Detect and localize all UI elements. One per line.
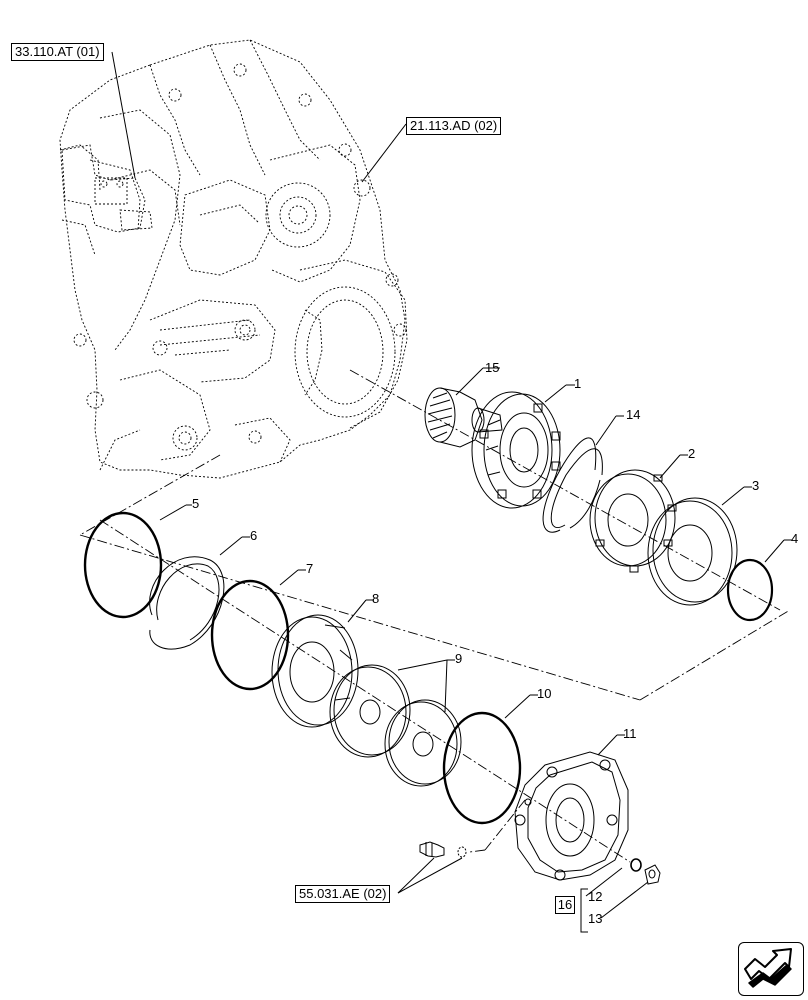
- kit-number-16: 16: [555, 896, 575, 914]
- fitting-assembly: [419, 841, 467, 858]
- next-page-arrow-icon[interactable]: [738, 942, 804, 996]
- part-5-o-ring: [83, 511, 163, 619]
- part-number-12: 12: [588, 889, 603, 904]
- part-13-plug: [644, 864, 661, 885]
- part-number-1: 1: [574, 376, 582, 391]
- part-6-split-ring: [149, 556, 225, 650]
- part-3-friction-disc: [647, 497, 738, 606]
- part-number-2: 2: [688, 446, 696, 461]
- part-2-separator-plate: [589, 469, 677, 573]
- part-number-8: 8: [372, 591, 380, 606]
- assembly-axis-lines: [79, 369, 791, 863]
- part-11-cover: [514, 751, 629, 881]
- part-number-7: 7: [306, 561, 314, 576]
- part-12-washer: [630, 858, 642, 872]
- part-number-15: 15: [485, 360, 500, 375]
- part-number-11: 11: [623, 726, 637, 741]
- leader-lines: [111, 51, 792, 919]
- part-14-snap-ring: [542, 437, 603, 533]
- part-15-hub: [424, 387, 503, 448]
- part-number-9: 9: [455, 651, 463, 666]
- part-number-4: 4: [791, 531, 799, 546]
- reference-33-110-at[interactable]: 33.110.AT (01): [11, 43, 104, 61]
- part-4-o-ring: [726, 558, 774, 622]
- part-number-13: 13: [588, 911, 603, 926]
- part-number-10: 10: [537, 686, 552, 701]
- part-1-clutch-body: [471, 391, 561, 509]
- part-number-14: 14: [626, 407, 641, 422]
- transmission-housing: [59, 39, 408, 479]
- reference-55-031-ae[interactable]: 55.031.AE (02): [295, 885, 391, 903]
- reference-21-113-ad[interactable]: 21.113.AD (02): [406, 117, 502, 135]
- part-number-5: 5: [192, 496, 200, 511]
- part-number-3: 3: [752, 478, 760, 493]
- part-7-o-ring: [210, 579, 290, 691]
- part-number-6: 6: [250, 528, 258, 543]
- part-10-o-ring: [442, 711, 522, 825]
- part-8-piston: [271, 614, 359, 728]
- kit-bracket: [580, 888, 588, 933]
- part-9-discs: [329, 664, 462, 787]
